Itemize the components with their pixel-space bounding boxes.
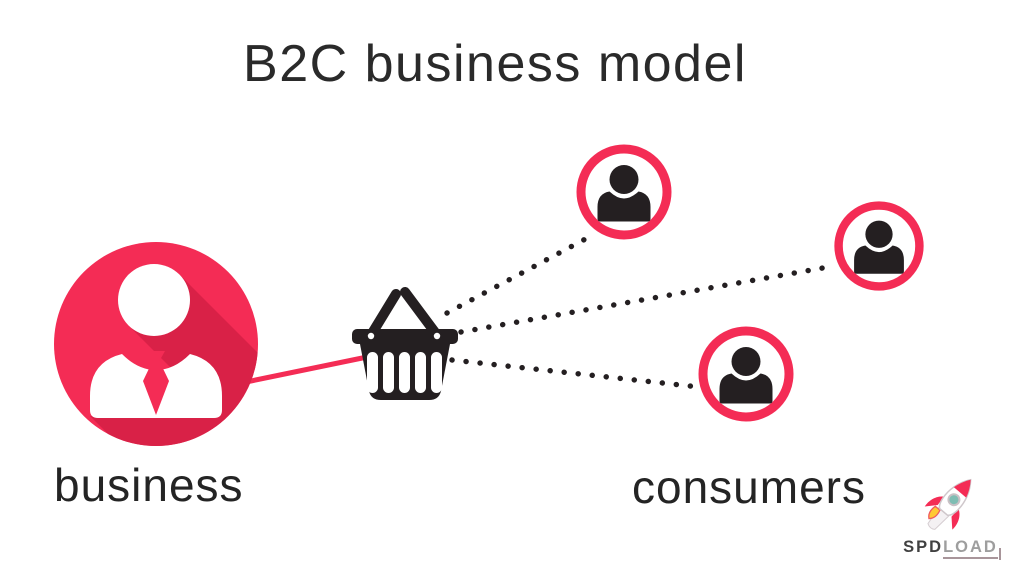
dotted-line-consumer-3 (449, 357, 702, 390)
logo-underline-tick (998, 548, 1001, 560)
shopping-basket-icon (352, 287, 458, 400)
rocket-window (947, 493, 961, 507)
rocket-flame (928, 505, 941, 520)
rocket-icon (924, 478, 972, 530)
spdload-logo: SPDLOAD (894, 474, 1010, 560)
consumer-person (854, 220, 904, 274)
business-basket-connector-line (243, 353, 375, 385)
logo-text-light: LOAD (943, 538, 998, 559)
basket-handle-right (400, 287, 442, 340)
basket-rivet-left (367, 332, 375, 340)
business-label: business (54, 459, 244, 511)
logo-text-bold: SPD (903, 538, 944, 556)
business-head (118, 264, 190, 336)
logo-wordmark: SPDLOAD (894, 538, 1010, 560)
consumers-label: consumers (632, 461, 866, 513)
dotted-line-consumer-2 (458, 263, 837, 335)
diagram-title: B2C business model (243, 35, 747, 93)
business-long-shadow (90, 274, 258, 446)
rocket-nose (953, 479, 971, 498)
basket-slats (367, 352, 442, 393)
connection-lines (444, 233, 837, 390)
consumer-person-icon (698, 326, 794, 422)
business-tie (143, 351, 169, 415)
rocket-exhaust-tube (927, 507, 950, 530)
dotted-line-consumer-1 (444, 233, 594, 316)
basket-rivet-right (433, 332, 441, 340)
basket-handle-left (366, 289, 401, 340)
basket-rim (352, 329, 458, 344)
consumer-person-icon (576, 144, 672, 240)
consumer-person (719, 347, 773, 404)
rocket-fins (924, 496, 960, 530)
business-person-icon (54, 242, 258, 446)
consumer-person-icon (834, 201, 924, 291)
consumer-person (597, 165, 651, 222)
